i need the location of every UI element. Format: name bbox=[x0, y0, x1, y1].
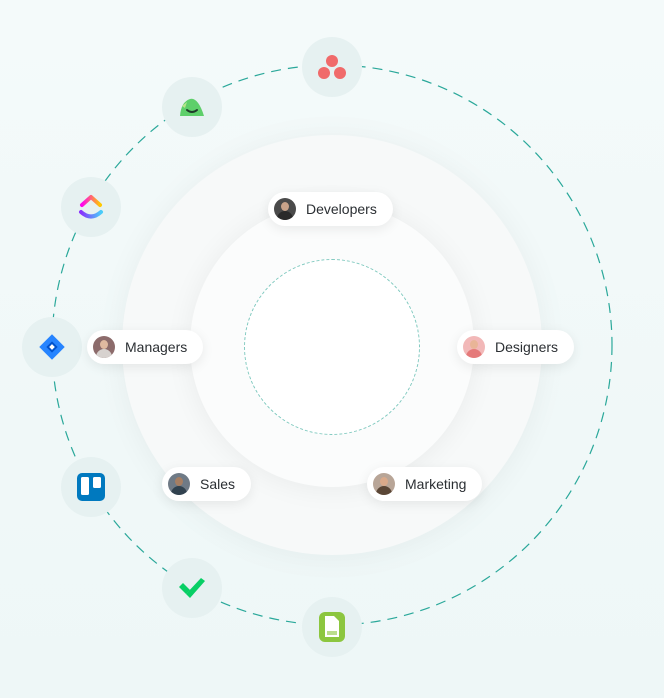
avatar bbox=[168, 473, 190, 495]
role-pill-managers[interactable]: Managers bbox=[87, 330, 204, 364]
role-label-developers: Developers bbox=[306, 201, 377, 217]
trello-icon[interactable] bbox=[61, 457, 121, 517]
clickup-icon[interactable] bbox=[61, 177, 121, 237]
role-label-designers: Designers bbox=[495, 339, 559, 355]
csv-file-icon[interactable] bbox=[302, 597, 362, 657]
role-pill-developers[interactable]: Developers bbox=[268, 192, 393, 226]
jira-icon[interactable] bbox=[22, 317, 82, 377]
role-label-marketing: Marketing bbox=[405, 476, 467, 492]
wrike-icon[interactable] bbox=[162, 558, 222, 618]
role-pill-designers[interactable]: Designers bbox=[457, 330, 575, 364]
avatar bbox=[93, 336, 115, 358]
role-label-managers: Managers bbox=[125, 339, 188, 355]
role-pill-marketing[interactable]: Marketing bbox=[367, 467, 483, 501]
avatar bbox=[463, 336, 485, 358]
asana-icon[interactable] bbox=[302, 37, 362, 97]
avatar bbox=[373, 473, 395, 495]
role-pill-sales[interactable]: Sales bbox=[162, 467, 252, 501]
role-label-sales: Sales bbox=[200, 476, 236, 492]
basecamp-icon[interactable] bbox=[162, 77, 222, 137]
center-circle bbox=[244, 259, 420, 435]
avatar bbox=[274, 198, 296, 220]
